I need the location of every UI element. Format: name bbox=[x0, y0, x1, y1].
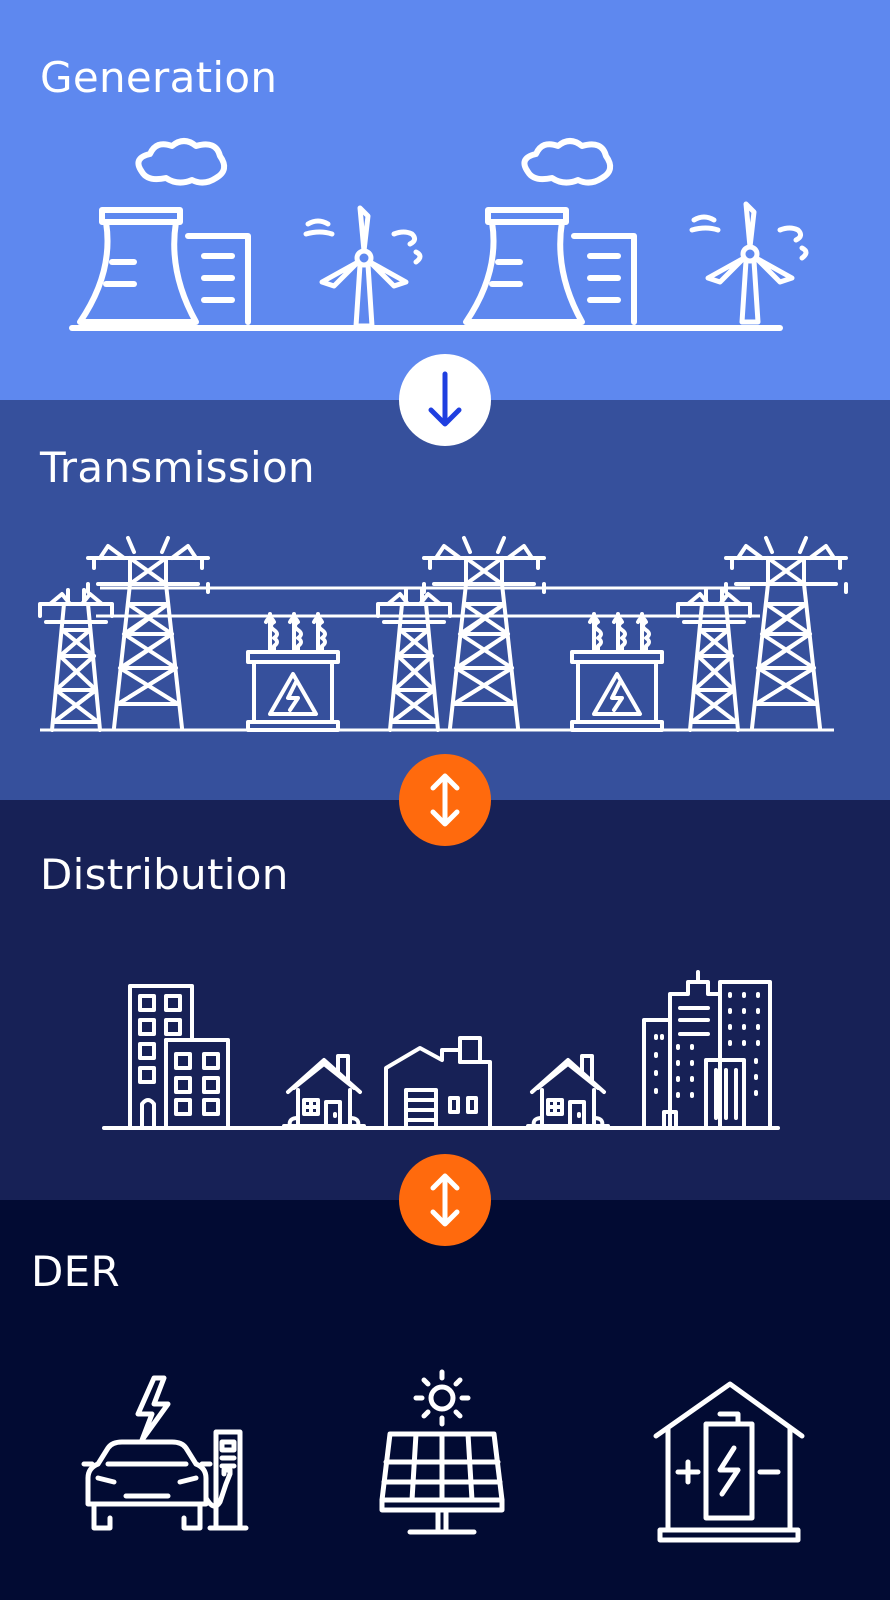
city-skyline-icon bbox=[642, 970, 772, 1128]
house-icon bbox=[282, 1054, 366, 1128]
der-illustration bbox=[84, 1372, 802, 1540]
generation-illustration bbox=[69, 141, 806, 331]
distribution-illustration bbox=[102, 970, 780, 1130]
arrow-up-down-icon bbox=[430, 773, 460, 827]
power-plant-icon bbox=[466, 141, 634, 322]
home-battery-icon bbox=[656, 1384, 802, 1540]
flow-connector-bidirectional bbox=[399, 1154, 491, 1246]
transmission-tower-icon bbox=[676, 588, 752, 732]
factory-icon bbox=[384, 1036, 492, 1128]
transmission-tower-icon bbox=[86, 536, 210, 730]
wind-turbine-icon bbox=[306, 208, 420, 326]
transmission-tower-icon bbox=[422, 536, 546, 730]
power-plant-icon bbox=[80, 141, 248, 322]
transmission-tower-icon bbox=[724, 536, 848, 730]
transformer-icon bbox=[570, 612, 664, 732]
distribution-band bbox=[0, 800, 890, 1200]
der-title: DER bbox=[31, 1247, 120, 1296]
arrow-down-icon bbox=[428, 371, 462, 427]
transmission-title: Transmission bbox=[40, 443, 315, 492]
office-building-icon bbox=[128, 984, 230, 1128]
house-icon bbox=[526, 1054, 610, 1128]
generation-title: Generation bbox=[40, 53, 278, 102]
generation-band bbox=[0, 0, 890, 400]
distribution-title: Distribution bbox=[40, 850, 289, 899]
transmission-tower-icon bbox=[376, 588, 452, 732]
arrow-up-down-icon bbox=[430, 1173, 460, 1227]
flow-connector-down bbox=[399, 354, 491, 446]
transmission-tower-icon bbox=[38, 588, 114, 732]
ev-charging-icon bbox=[84, 1378, 246, 1528]
transmission-illustration bbox=[38, 536, 848, 732]
transformer-icon bbox=[246, 612, 340, 732]
solar-panel-icon bbox=[382, 1372, 502, 1532]
wind-turbine-icon bbox=[692, 204, 806, 322]
transmission-band bbox=[0, 400, 890, 800]
flow-connector-bidirectional bbox=[399, 754, 491, 846]
